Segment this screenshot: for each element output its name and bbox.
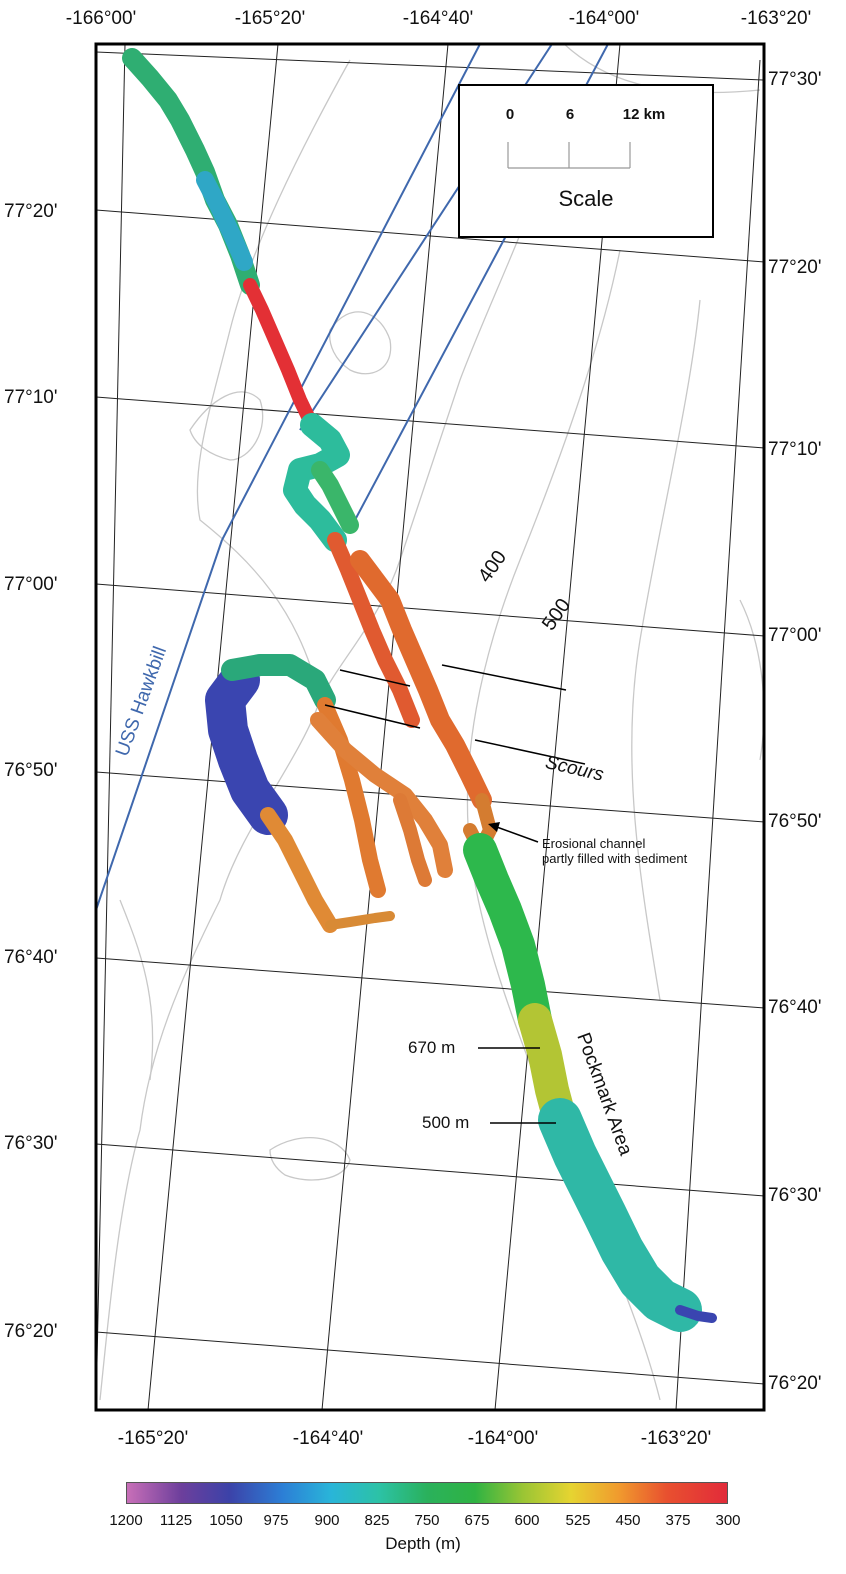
lat-label-left: 77°10' bbox=[4, 387, 58, 408]
colorbar-title: Depth (m) bbox=[385, 1534, 461, 1553]
colorbar-tick: 675 bbox=[464, 1512, 490, 1529]
lon-label-top: -164°40' bbox=[402, 8, 474, 29]
graticule-parallels bbox=[96, 51, 764, 1385]
graticule-meridians bbox=[96, 44, 761, 1410]
lat-label-right: 76°20' bbox=[768, 1373, 822, 1394]
lon-label-top: -164°00' bbox=[568, 8, 640, 29]
lon-label-bottom: -163°20' bbox=[640, 1428, 712, 1449]
lon-label-top: -163°20' bbox=[740, 8, 812, 29]
scale-tick-label: 0 bbox=[505, 106, 515, 123]
map-frame bbox=[94, 42, 766, 1412]
colorbar-tick: 600 bbox=[514, 1512, 540, 1529]
colorbar-tick: 750 bbox=[414, 1512, 440, 1529]
channel-annotation-line2: partly filled with sediment bbox=[542, 851, 688, 866]
scale-bar-line bbox=[507, 142, 631, 169]
colorbar-tick: 300 bbox=[715, 1512, 741, 1529]
lat-label-left: 76°50' bbox=[4, 760, 58, 781]
scale-legend: 0 6 12 km Scale bbox=[458, 84, 714, 238]
depth-label-670: 670 m bbox=[408, 1038, 456, 1057]
colorbar-tick: 1125 bbox=[159, 1512, 193, 1529]
lat-label-left: 76°40' bbox=[4, 947, 58, 968]
lat-label-right: 76°30' bbox=[768, 1185, 822, 1206]
lat-label-left: 76°30' bbox=[4, 1133, 58, 1154]
colorbar-tick: 1050 bbox=[209, 1512, 243, 1529]
lat-label-right: 76°50' bbox=[768, 811, 822, 832]
colorbar-tick: 1200 bbox=[109, 1512, 143, 1529]
colorbar-tick: 825 bbox=[364, 1512, 390, 1529]
lat-label-left: 76°20' bbox=[4, 1321, 58, 1342]
lat-label-left: 77°20' bbox=[4, 201, 58, 222]
lat-label-right: 77°30' bbox=[768, 69, 822, 90]
scale-tick-label: 12 km bbox=[622, 106, 666, 123]
lon-label-top: -166°00' bbox=[65, 8, 137, 29]
colorbar-tick: 450 bbox=[615, 1512, 641, 1529]
channel-annotation-line1: Erosional channel bbox=[542, 836, 646, 851]
colorbar-tick: 375 bbox=[665, 1512, 691, 1529]
scale-title: Scale bbox=[558, 186, 614, 211]
colorbar-tick: 900 bbox=[314, 1512, 340, 1529]
lat-label-right: 77°00' bbox=[768, 625, 822, 646]
lon-label-bottom: -165°20' bbox=[117, 1428, 189, 1449]
lon-label-bottom: -164°00' bbox=[467, 1428, 539, 1449]
scale-tick-label: 6 bbox=[565, 106, 575, 123]
depth-colorbar bbox=[126, 1482, 728, 1504]
lon-label-top: -165°20' bbox=[234, 8, 306, 29]
lat-label-right: 77°20' bbox=[768, 257, 822, 278]
channel-annotation: Erosional channel partly filled with sed… bbox=[542, 836, 687, 866]
channel-pointer-arrow bbox=[488, 822, 539, 843]
depth-label-500: 500 m bbox=[422, 1113, 470, 1132]
annotation-lines bbox=[324, 664, 586, 1124]
lat-label-right: 77°10' bbox=[768, 439, 822, 460]
colorbar-tick: 525 bbox=[565, 1512, 591, 1529]
lat-label-left: 77°00' bbox=[4, 574, 58, 595]
lat-label-right: 76°40' bbox=[768, 997, 822, 1018]
colorbar-tick: 975 bbox=[263, 1512, 289, 1529]
lon-label-bottom: -164°40' bbox=[292, 1428, 364, 1449]
bathymetry-swaths bbox=[122, 48, 717, 1332]
